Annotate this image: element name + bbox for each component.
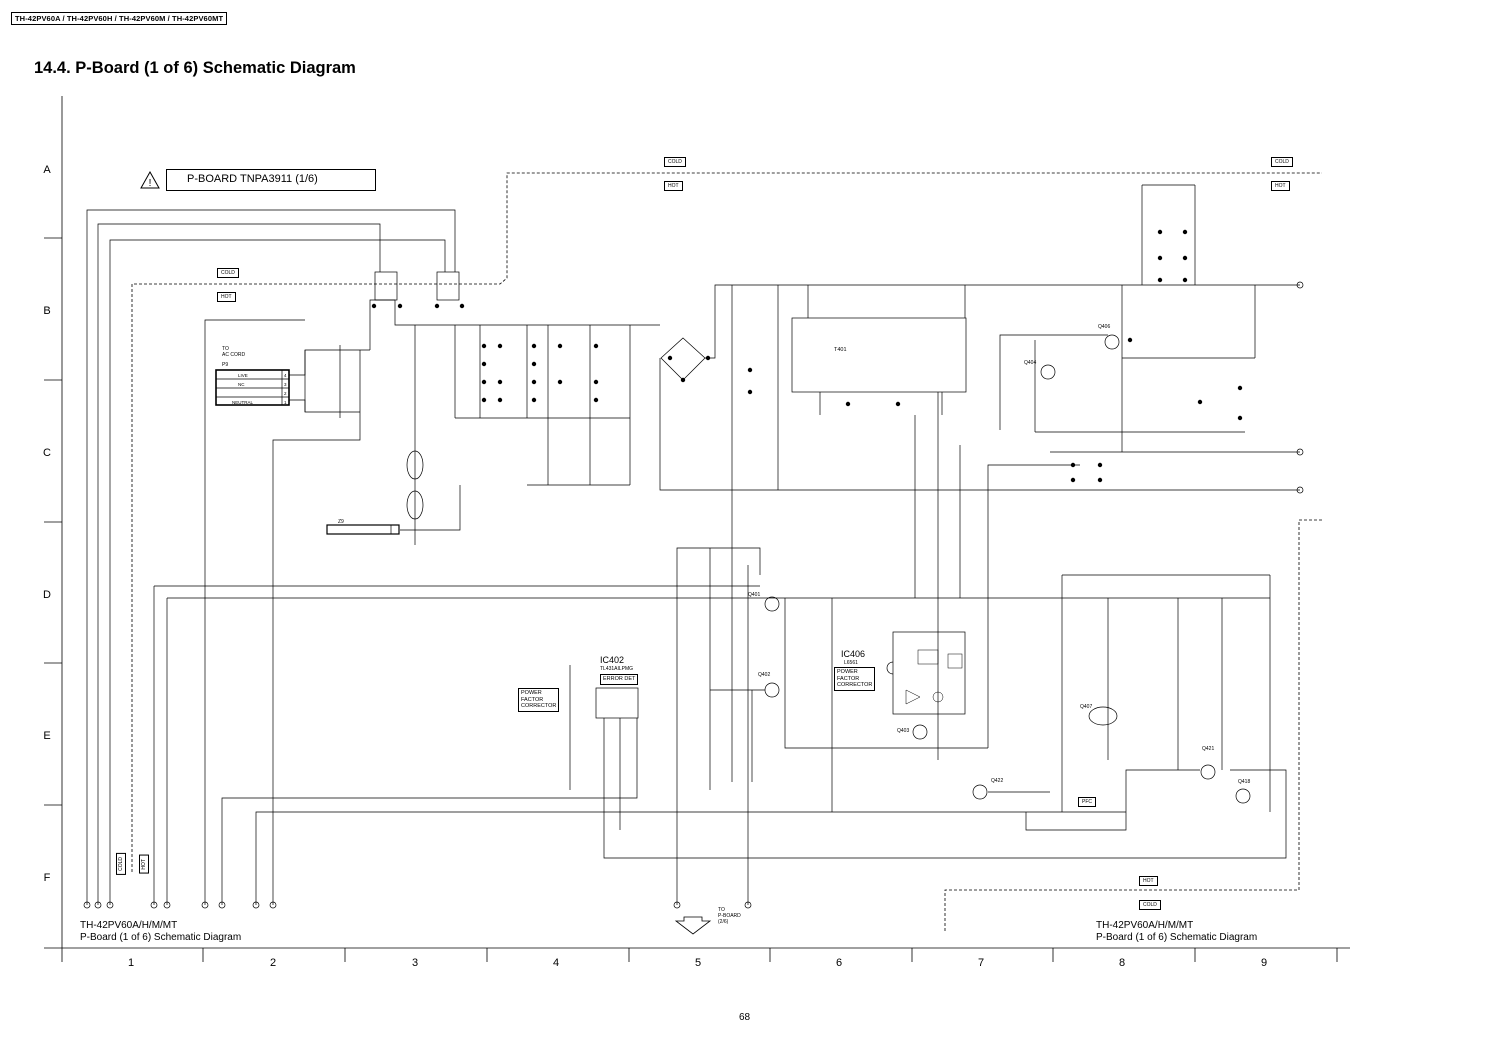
pfc-tag: PFC xyxy=(1078,797,1096,807)
ic402-function: ERROR DET xyxy=(600,674,639,685)
z9-label: Z9 xyxy=(338,519,344,525)
grid-col-7: 7 xyxy=(977,957,985,969)
hot-zone-tag: HOT xyxy=(664,181,683,191)
grid-col-5: 5 xyxy=(694,957,702,969)
grid-row-d: D xyxy=(43,589,51,601)
model-tag: TH-42PV60A / TH-42PV60H / TH-42PV60M / T… xyxy=(11,12,228,25)
cold-zone-tag: COLD xyxy=(664,157,686,167)
transistor-label: Q404 xyxy=(1024,360,1037,366)
grid-row-f: F xyxy=(43,872,51,884)
connector-destination-label: TO AC CORD xyxy=(222,346,246,358)
transistor-label: Q418 xyxy=(1238,779,1251,785)
transistor-label: Q421 xyxy=(1202,746,1215,752)
grid-row-e: E xyxy=(43,730,51,742)
hot-zone-tag: HOT xyxy=(139,855,149,874)
grid-row-b: B xyxy=(43,305,51,317)
connector-pin-number: 4 xyxy=(284,373,287,378)
power-factor-corrector-label: POWER FACTOR CORRECTOR xyxy=(518,688,560,712)
hot-zone-tag: HOT xyxy=(217,292,236,302)
connector-pin-name: NC xyxy=(238,382,245,387)
transformer-label: T401 xyxy=(834,347,847,353)
cold-zone-tag: COLD xyxy=(217,268,239,278)
transistor-label: Q401 xyxy=(748,592,761,598)
hot-zone-tag: HOT xyxy=(1139,876,1158,886)
footer-right-model: TH-42PV60A/H/M/MT xyxy=(1096,920,1194,931)
grid-col-4: 4 xyxy=(552,957,560,969)
footer-left-description: P-Board (1 of 6) Schematic Diagram xyxy=(80,932,242,943)
page-title: 14.4. P-Board (1 of 6) Schematic Diagram xyxy=(34,59,356,77)
grid-col-3: 3 xyxy=(411,957,419,969)
caution-triangle-icon: ! xyxy=(140,171,160,189)
cold-zone-tag: COLD xyxy=(1271,157,1293,167)
transistor-label: Q406 xyxy=(1098,324,1111,330)
cold-zone-tag: COLD xyxy=(1139,900,1161,910)
board-label: P-BOARD TNPA3911 (1/6) xyxy=(166,169,376,191)
page-number: 68 xyxy=(738,1012,751,1023)
footer-right-description: P-Board (1 of 6) Schematic Diagram xyxy=(1096,932,1258,943)
grid-col-1: 1 xyxy=(127,957,135,969)
transistor-label: Q407 xyxy=(1080,704,1093,710)
grid-col-2: 2 xyxy=(269,957,277,969)
grid-col-9: 9 xyxy=(1260,957,1268,969)
connector-pin-name: LIVE xyxy=(238,373,248,378)
ic406-part: L6561 xyxy=(844,660,858,666)
ic406-ref: IC406 xyxy=(841,649,866,659)
grid-row-a: A xyxy=(43,164,51,176)
ic406-function: POWER FACTOR CORRECTOR xyxy=(834,667,876,691)
ic402-part: TL431AILPMG xyxy=(600,666,634,672)
grid-col-6: 6 xyxy=(835,957,843,969)
transistor-label: Q422 xyxy=(991,778,1004,784)
connector-pin-name: NEUTRAL xyxy=(232,400,254,405)
grid-row-c: C xyxy=(43,447,51,459)
ic402-ref: IC402 xyxy=(600,655,625,665)
connector-pin-number: 2 xyxy=(284,391,287,396)
grid-col-8: 8 xyxy=(1118,957,1126,969)
transistor-label: Q402 xyxy=(758,672,771,678)
hot-zone-tag: HOT xyxy=(1271,181,1290,191)
connector-pin-number: 3 xyxy=(284,382,287,387)
connector-ref: P9 xyxy=(222,362,229,368)
to-pboard-label: TO P-BOARD (2/6) xyxy=(718,907,741,925)
cold-zone-tag: COLD xyxy=(116,853,126,875)
svg-text:!: ! xyxy=(149,178,152,189)
footer-left-model: TH-42PV60A/H/M/MT xyxy=(80,920,178,931)
transistor-label: Q403 xyxy=(897,728,910,734)
connector-pin-number: 1 xyxy=(284,400,287,405)
